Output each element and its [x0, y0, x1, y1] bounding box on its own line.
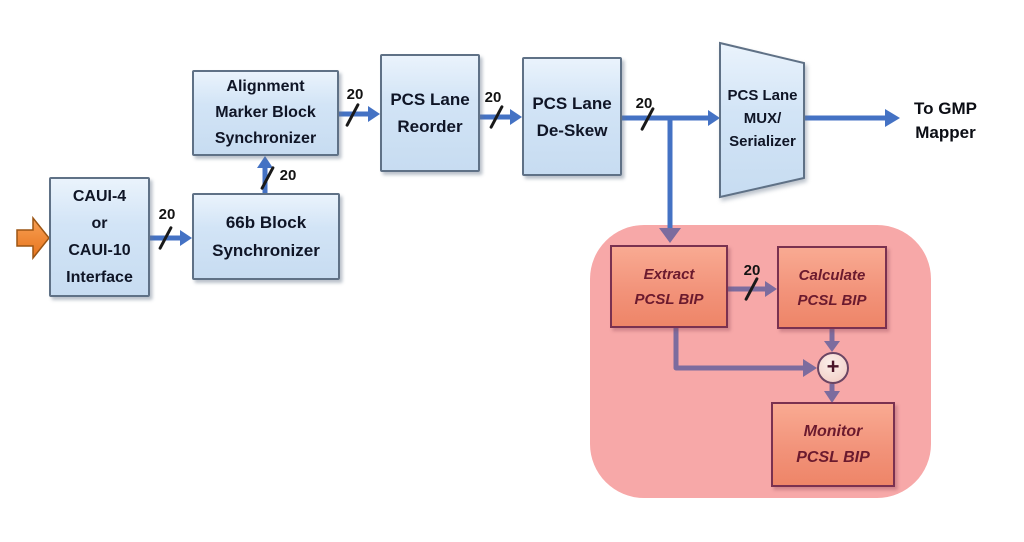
- block-calculate-pcsl-bip: Calculate PCSL BIP: [777, 246, 887, 329]
- block-label-line: PCS Lane: [727, 87, 798, 104]
- output-label-line: Mapper: [915, 123, 976, 142]
- block-label-line: PCS Lane: [390, 90, 470, 109]
- input-arrow: [16, 215, 50, 261]
- block-label-line: Synchronizer: [212, 240, 320, 260]
- block-extract-pcsl-bip: Extract PCSL BIP: [610, 245, 728, 328]
- bus-width-label: 20: [484, 89, 502, 106]
- block-label-line: PCSL BIP: [634, 290, 704, 308]
- output-label-line: To GMP: [914, 99, 977, 118]
- block-pcs-lane-mux-serializer-label: PCS Lane MUX/ Serializer: [714, 84, 811, 153]
- block-caui-interface: CAUI-4 or CAUI-10 Interface: [49, 177, 150, 297]
- block-label-line: De-Skew: [536, 120, 608, 140]
- arrow-adder-to-monitor: [824, 384, 840, 403]
- block-label-line: Reorder: [397, 117, 463, 136]
- block-label-line: Synchronizer: [214, 130, 317, 147]
- arrow-deskew-to-mux: [622, 110, 720, 126]
- adder-node: +: [817, 352, 849, 384]
- block-pcs-lane-reorder: PCS Lane Reorder: [380, 54, 480, 172]
- bus-width-label: 20: [346, 86, 364, 103]
- bus-width-label: 20: [158, 206, 176, 223]
- block-pcs-lane-deskew: PCS Lane De-Skew: [522, 57, 622, 176]
- bus-width-label: 20: [279, 167, 297, 184]
- block-label-line: CAUI-4: [72, 188, 127, 205]
- block-label-line: Interface: [66, 269, 133, 286]
- block-label-line: MUX/: [743, 110, 782, 127]
- block-label-line: 66b Block: [225, 212, 307, 232]
- arrow-branch-to-extract: [659, 118, 681, 243]
- bus-width-label: 20: [743, 262, 761, 279]
- block-label-line: Serializer: [729, 133, 796, 150]
- arrow-extract-to-calculate: [728, 281, 777, 297]
- block-label-line: PCS Lane: [532, 93, 612, 113]
- block-label-line: or: [91, 215, 108, 232]
- block-label-line: CAUI-10: [68, 242, 131, 259]
- arrow-mux-to-output: [804, 109, 900, 127]
- block-66b-synchronizer: 66b Block Synchronizer: [192, 193, 340, 280]
- arrow-calculate-to-adder: [824, 329, 840, 352]
- block-alignment-marker-synchronizer: Alignment Marker Block Synchronizer: [192, 70, 339, 156]
- block-label-line: Calculate: [798, 266, 866, 284]
- output-to-gmp-mapper-label: To GMP Mapper: [897, 97, 994, 145]
- block-monitor-pcsl-bip: Monitor PCSL BIP: [771, 402, 895, 487]
- plus-icon: +: [826, 354, 840, 379]
- bus-width-label: 20: [635, 95, 653, 112]
- arrow-caui-to-66b: [150, 230, 192, 246]
- mux-serializer-shape: [719, 41, 805, 199]
- arrow-alignment-to-reorder: [339, 106, 380, 122]
- block-label-line: Monitor: [803, 422, 863, 440]
- block-label-line: PCSL BIP: [797, 291, 867, 309]
- arrow-extract-to-adder: [673, 328, 817, 377]
- block-label-line: Alignment: [226, 78, 305, 95]
- block-label-line: Extract: [643, 265, 695, 283]
- block-label-line: PCSL BIP: [796, 448, 870, 466]
- block-label-line: Marker Block: [215, 104, 316, 121]
